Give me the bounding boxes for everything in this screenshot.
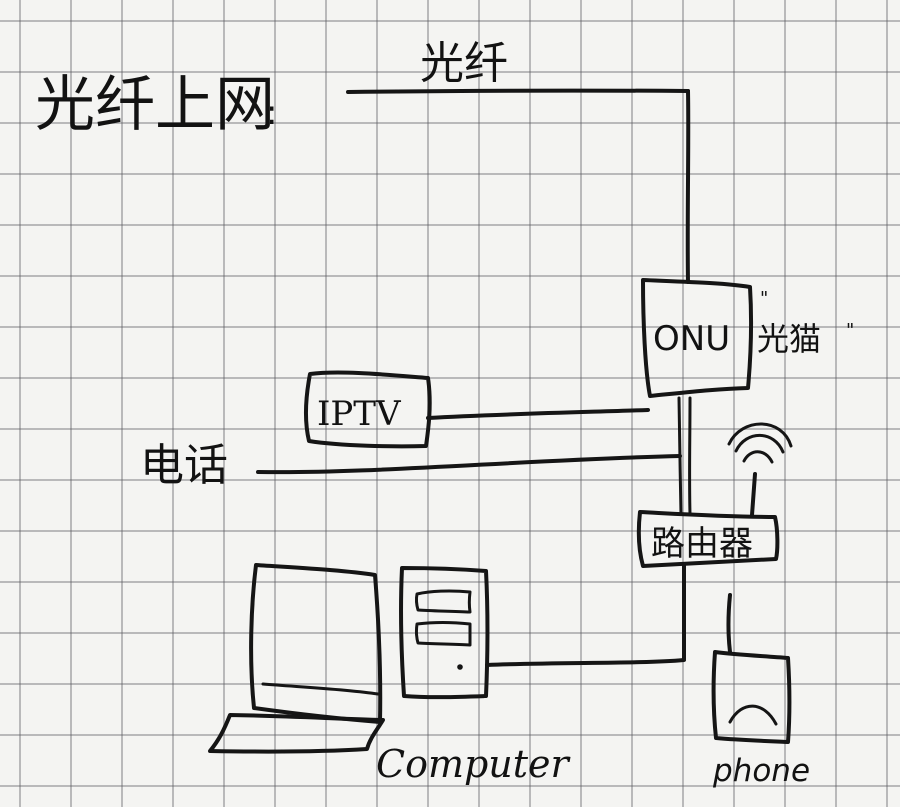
wifi-arc-medium [736, 435, 783, 452]
onu-label: ONU [653, 319, 730, 359]
wifi-arc-small [744, 452, 772, 462]
router-computer-line [487, 660, 684, 665]
laptop-keyboard [210, 715, 383, 752]
phone-label: phone [712, 753, 810, 789]
phone-screen-arc [730, 706, 776, 724]
fiber-horizontal-line [348, 91, 688, 92]
computer-monitor [251, 565, 380, 722]
tower-drive-bay-1 [416, 591, 470, 612]
diagram-title: 光纤上网 [35, 70, 275, 140]
fiber-label: 光纤 [420, 38, 508, 89]
router-antenna [752, 474, 755, 515]
computer-label: Computer [376, 742, 572, 786]
onu-nickname: 光猫 [757, 320, 821, 358]
telephone-connection [258, 456, 680, 472]
svg-text:": " [760, 288, 768, 309]
phone-antenna [729, 595, 731, 652]
iptv-connection [428, 410, 648, 418]
title-colon: : [266, 93, 277, 133]
monitor-bottom-bezel [263, 684, 378, 694]
svg-text:": " [846, 320, 854, 341]
computer-tower [401, 568, 488, 697]
iptv-label: IPTV [317, 394, 402, 434]
router-label: 路由器 [651, 524, 753, 564]
phone-device [714, 652, 790, 742]
phone-line-label: 电话 [140, 440, 228, 491]
tower-drive-bay-2 [416, 623, 470, 646]
tower-power-button [457, 664, 463, 670]
onu-router-line-1 [679, 398, 681, 514]
fiber-vertical-line [688, 91, 689, 282]
